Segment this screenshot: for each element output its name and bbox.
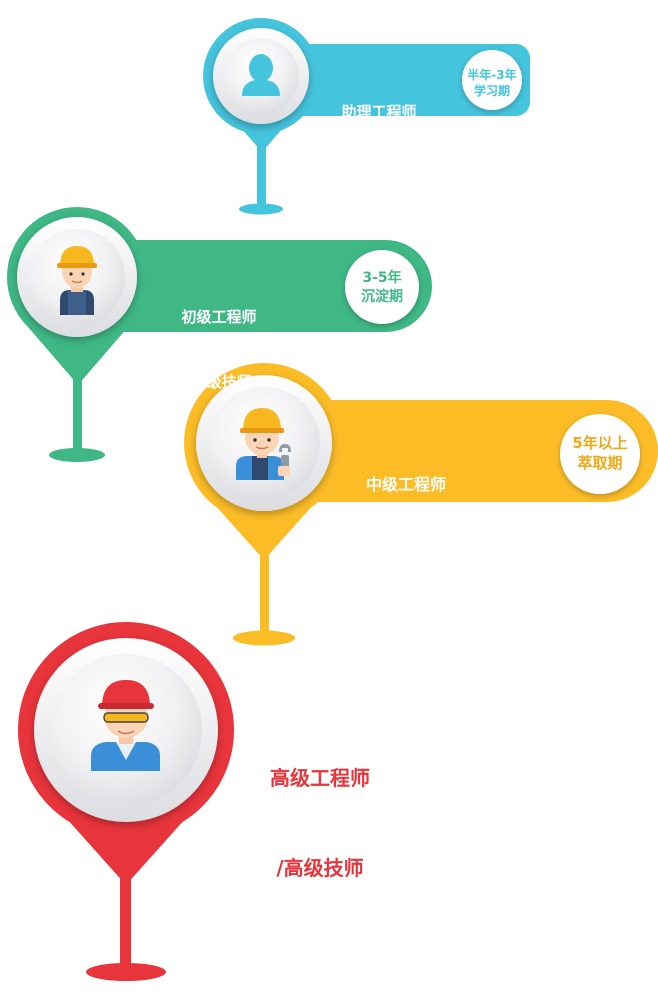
stage-4-pin (18, 622, 234, 981)
stage-4-title: 高级工程师 /高级技师 (246, 703, 394, 913)
stage-3-pin (184, 363, 658, 646)
stage-2-base (49, 448, 105, 462)
stage-2-period-badge (345, 250, 419, 324)
engineer-goggles-icon (91, 680, 160, 771)
stage-4-base (86, 963, 166, 981)
stage-2-period: 3-5年 沉淀期 (346, 269, 418, 307)
mechanic-wrench-icon (236, 408, 291, 480)
stage-3-stem (260, 545, 269, 637)
stage-1-period: 半年-3年 学习期 (458, 67, 526, 99)
stage-1-banner (262, 44, 530, 116)
stage-4-title-line2: /高级技师 (276, 856, 364, 880)
stage-3-period-line2: 萃取期 (577, 454, 623, 473)
stage-1-base (239, 203, 283, 215)
stage-1-period-badge (462, 50, 522, 110)
stage-2-title: 初级工程师 /初级技师 (158, 263, 280, 415)
stage-1-title-line2: /普通员工 (346, 167, 412, 186)
stage-2-period-line2: 沉淀期 (361, 288, 403, 305)
stage-2-stem (73, 340, 82, 453)
stage-2-banner (70, 240, 432, 332)
stage-4-stem (120, 815, 131, 970)
worker-hardhat-icon (57, 246, 97, 315)
user-silhouette-icon (242, 54, 280, 96)
stage-1-title-line1: 助理工程师 (341, 102, 417, 121)
stage-2-title-line1: 初级工程师 (181, 307, 257, 326)
stage-3-banner (262, 400, 658, 502)
stage-1-pin (203, 18, 530, 215)
stage-1-period-line2: 学习期 (473, 84, 510, 99)
stage-3-period-line1: 5年以上 (572, 434, 628, 452)
stage-3-base (233, 630, 295, 646)
stage-3-period-badge (560, 414, 640, 494)
stage-2-title-line2: /初级技师 (186, 372, 252, 391)
stage-1-period-line1: 半年-3年 (467, 68, 517, 82)
stage-2-period-line1: 3-5年 (362, 270, 402, 286)
stage-3-title-line1: 中级工程师 (365, 475, 446, 495)
stage-3-title-line2: /中级技师 (371, 544, 441, 564)
stage-3-period: 5年以上 萃取期 (562, 433, 638, 474)
stage-1-title: 助理工程师 /普通员工 (318, 58, 440, 210)
stage-3-title: 中级工程师 /中级技师 (342, 427, 470, 589)
stage-1-stem (257, 120, 266, 208)
stage-4-title-line1: 高级工程师 (270, 766, 370, 790)
